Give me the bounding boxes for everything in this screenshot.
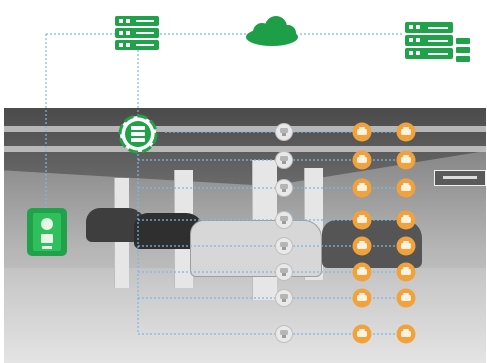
rack-gateway-icon [118, 114, 158, 154]
ceiling-sensor-icon [275, 289, 293, 307]
ceiling-beam [4, 126, 486, 132]
parking-detector-icon [352, 324, 372, 344]
cloud-icon [246, 16, 298, 46]
parking-detector-icon [396, 122, 416, 142]
ceiling-sensor-icon [275, 263, 293, 281]
parking-detector-icon [396, 324, 416, 344]
ceiling-sensor-icon [275, 325, 293, 343]
parking-detector-icon [396, 262, 416, 282]
parking-detector-icon [352, 236, 372, 256]
parking-detector-icon [352, 150, 372, 170]
parking-detector-icon [396, 210, 416, 230]
ceiling-sensor-icon [275, 211, 293, 229]
ceiling-sensor-icon [275, 123, 293, 141]
parking-garage-photo [4, 108, 486, 363]
parking-detector-icon [396, 288, 416, 308]
garage-sign [434, 170, 486, 186]
ceiling-beam [4, 146, 486, 152]
parking-detector-icon [352, 210, 372, 230]
garage-floor [4, 268, 486, 363]
server-rack-icon [115, 16, 159, 50]
parking-detector-icon [396, 178, 416, 198]
connection-lines [45, 33, 404, 332]
ceiling-sensor-icon [275, 151, 293, 169]
parking-detector-icon [396, 236, 416, 256]
guidance-display-icon [27, 208, 67, 256]
ceiling-sensor-icon [275, 237, 293, 255]
parking-detector-icon [352, 178, 372, 198]
server-rack-with-terminals-icon [405, 22, 470, 62]
parking-detector-icon [352, 262, 372, 282]
parking-detector-icon [396, 150, 416, 170]
ceiling-sensor-icon [275, 179, 293, 197]
parked-car [190, 220, 322, 277]
parking-detector-icon [352, 288, 372, 308]
parking-detector-icon [352, 122, 372, 142]
